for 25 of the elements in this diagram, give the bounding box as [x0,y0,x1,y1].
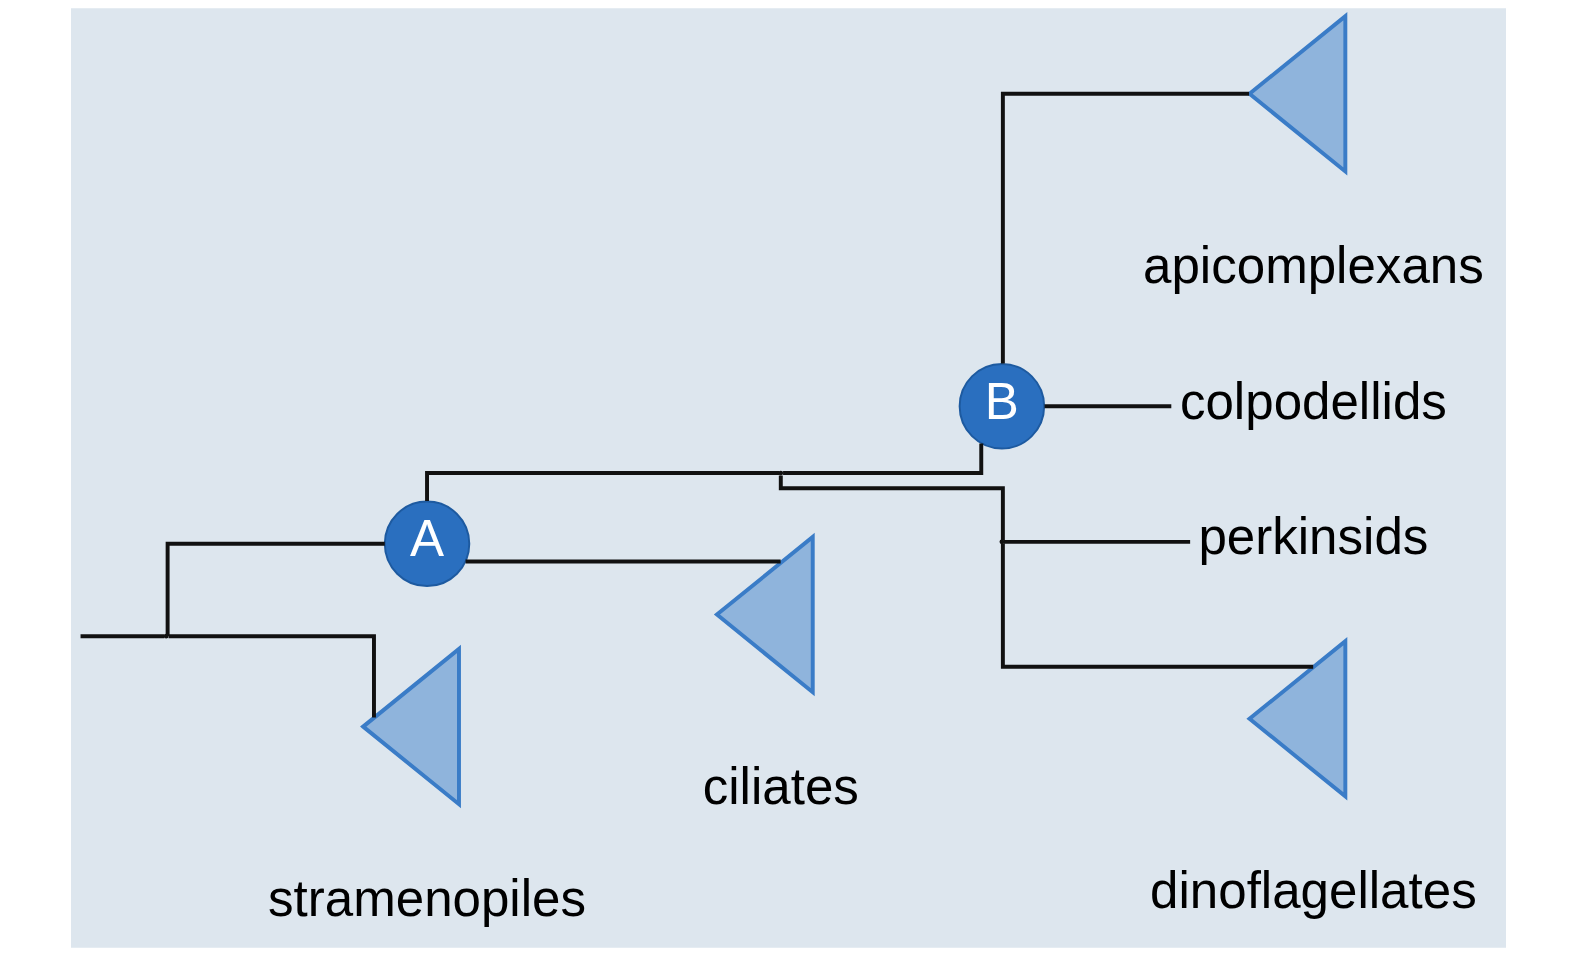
node-triangle [1246,12,1348,176]
node-circle: A [383,500,471,588]
connector [1000,543,1314,669]
node-triangle [713,532,815,697]
node-label: dinoflagellates [1150,862,1477,920]
node-circle: B [958,363,1046,450]
connector [80,634,165,639]
node-triangle [1246,637,1348,801]
connector [1044,404,1172,409]
node-label: apicomplexans [1143,237,1484,295]
connector [1000,91,1250,364]
node-label: ciliates [702,757,859,815]
connector [778,475,1005,541]
node-text: colpodellids [1179,372,1447,430]
node-point [778,470,784,476]
connector [168,634,376,718]
connector [783,443,984,476]
connector [1003,539,1191,544]
connector [465,559,781,564]
connector [165,541,385,636]
node-label: stramenopiles [268,869,587,927]
node-point [999,539,1005,545]
node-triangle [360,644,461,809]
node-point [163,633,169,639]
node-text: perkinsids [1198,508,1429,566]
